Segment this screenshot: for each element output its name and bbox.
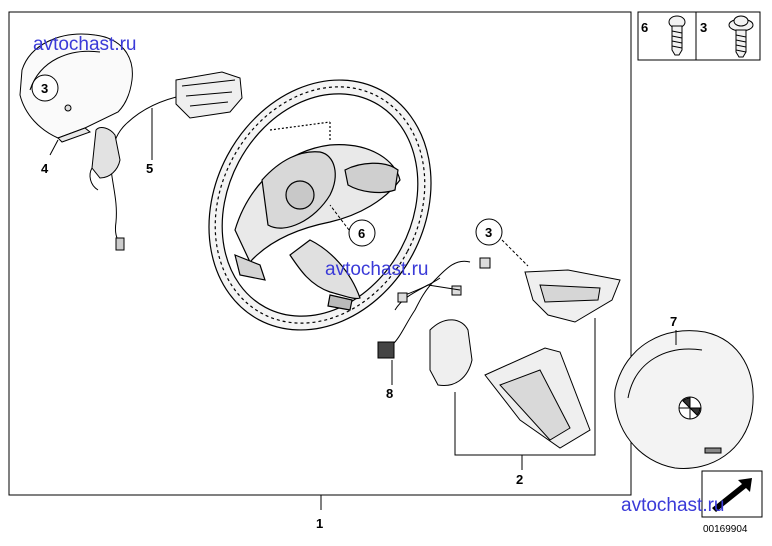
steering-wheel [208,79,432,331]
legend-label-6: 6 [641,20,648,35]
watermark-bottom: avtochast.ru [621,495,725,516]
torx-screw-icon [668,15,686,56]
label-7: 7 [670,314,677,329]
watermark-top: avtochast.ru [33,34,137,55]
callout-circle-trim [475,218,503,246]
label-2: 2 [516,472,523,487]
callout-circle-shroud [31,74,59,102]
airbag-module [614,330,754,469]
callout-6-wheel: 6 [358,226,365,241]
steering-wheel-harness [89,71,243,251]
watermark-mid: avtochast.ru [325,259,429,280]
callout-circle-wheel [348,219,376,247]
legend-label-3: 3 [700,20,707,35]
label-4: 4 [41,161,49,176]
label-8: 8 [386,386,393,401]
bracket-2 [454,318,596,456]
label-5: 5 [146,161,153,176]
screw-legend: 6 3 [637,11,761,61]
leader-6-wheel [329,204,350,231]
flange-screw-icon [728,15,754,58]
wiring-harness [377,257,491,359]
callout-3-trim: 3 [485,225,492,240]
assembly-frame [8,11,632,496]
leader-3-trim [501,239,529,267]
label-1: 1 [316,516,323,531]
legend-box-3 [695,11,761,61]
trim-covers [429,269,621,449]
reference-number: 00169904 [703,524,748,535]
arrow-icon [701,470,763,518]
callout-3-shroud: 3 [41,81,48,96]
leader-4 [49,139,59,156]
